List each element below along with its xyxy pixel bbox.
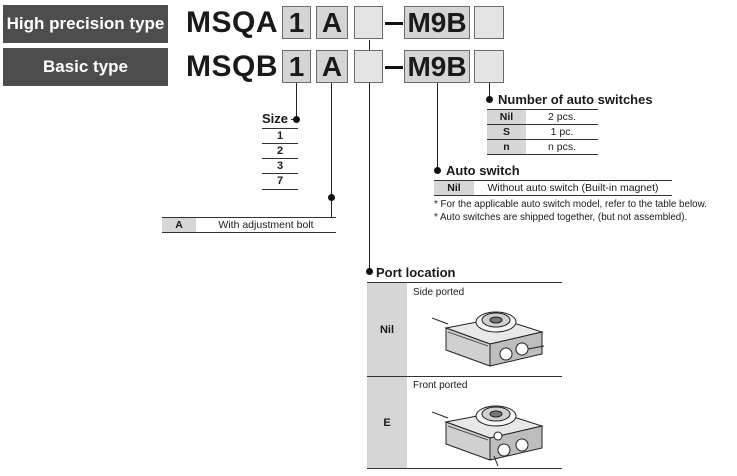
auto-switch-key: Nil [434, 180, 474, 196]
port-table-bottom-border [367, 468, 562, 469]
switch-count-key: S [487, 124, 526, 140]
auto-switch-table: Nil Without auto switch (Built-in magnet… [434, 180, 672, 196]
table-row: Nil Without auto switch (Built-in magnet… [434, 180, 672, 196]
port-location-dot [366, 268, 373, 275]
size-item: 3 [262, 158, 298, 174]
adjustment-code-box: A [316, 50, 348, 83]
table-row: S 1 pc. [487, 124, 598, 140]
switch-count-key: Nil [487, 109, 526, 125]
size-leader-line [296, 83, 298, 119]
switch-count-code-box [474, 6, 504, 39]
code-dash [385, 66, 403, 69]
adjustment-table: A With adjustment bolt [162, 217, 336, 233]
size-item: 7 [262, 173, 298, 190]
port-location-code-box [354, 6, 383, 39]
switch-count-value: n pcs. [526, 139, 598, 155]
table-row: Nil 2 pcs. [487, 109, 598, 125]
auto-switch-code-box: M9B [404, 50, 470, 83]
port-table-top-border [367, 282, 562, 283]
size-dot [293, 116, 300, 123]
switch-count-value: 2 pcs. [526, 109, 598, 125]
adjustment-leader-line [331, 83, 333, 218]
size-code-box: 1 [282, 6, 311, 39]
switch-count-dot [486, 96, 493, 103]
size-item: 1 [262, 128, 298, 144]
auto-switch-code-box: M9B [404, 6, 470, 39]
auto-switch-leader-line [437, 83, 439, 171]
auto-switch-dot [434, 167, 441, 174]
port-location-key: E [367, 377, 407, 468]
adjustment-code-box: A [316, 6, 348, 39]
adjustment-key: A [162, 217, 196, 233]
port-location-label: Side ported [413, 287, 465, 298]
switch-count-key: n [487, 139, 526, 155]
auto-switch-title: Auto switch [446, 163, 520, 178]
basic-type-label: Basic type [3, 48, 168, 86]
size-item: 2 [262, 143, 298, 159]
switch-count-value: 1 pc. [526, 124, 598, 140]
table-row: n n pcs. [487, 139, 598, 155]
port-table-divider [367, 376, 562, 377]
side-ported-actuator-illustration [432, 311, 545, 367]
port-location-key: Nil [367, 283, 407, 376]
code-dash [385, 22, 403, 25]
high-precision-type-label: High precision type [3, 5, 168, 43]
number-of-switches-table: Nil 2 pcs. S 1 pc. n n pcs. [487, 109, 598, 155]
model-code-msqb: MSQB [186, 50, 278, 83]
port-leader-line [369, 83, 371, 271]
adjustment-dot [328, 194, 335, 201]
port-leader-line [369, 40, 371, 50]
model-code-msqa: MSQA [186, 6, 278, 39]
switch-count-code-box [474, 50, 504, 83]
table-row: A With adjustment bolt [162, 217, 336, 233]
port-location-title: Port location [376, 265, 456, 280]
auto-switch-value: Without auto switch (Built-in magnet) [474, 180, 672, 196]
number-of-auto-switches-title: Number of auto switches [498, 92, 653, 107]
size-code-box: 1 [282, 50, 311, 83]
front-ported-actuator-illustration [432, 405, 544, 466]
size-title: Size [262, 111, 289, 126]
switch-count-leader-line [489, 83, 491, 99]
adjustment-value: With adjustment bolt [196, 217, 336, 233]
auto-switch-note: * For the applicable auto switch model, … [434, 199, 707, 210]
auto-switch-note: * Auto switches are shipped together, (b… [434, 212, 688, 223]
port-location-code-box [354, 50, 383, 83]
port-location-label: Front ported [413, 380, 468, 391]
